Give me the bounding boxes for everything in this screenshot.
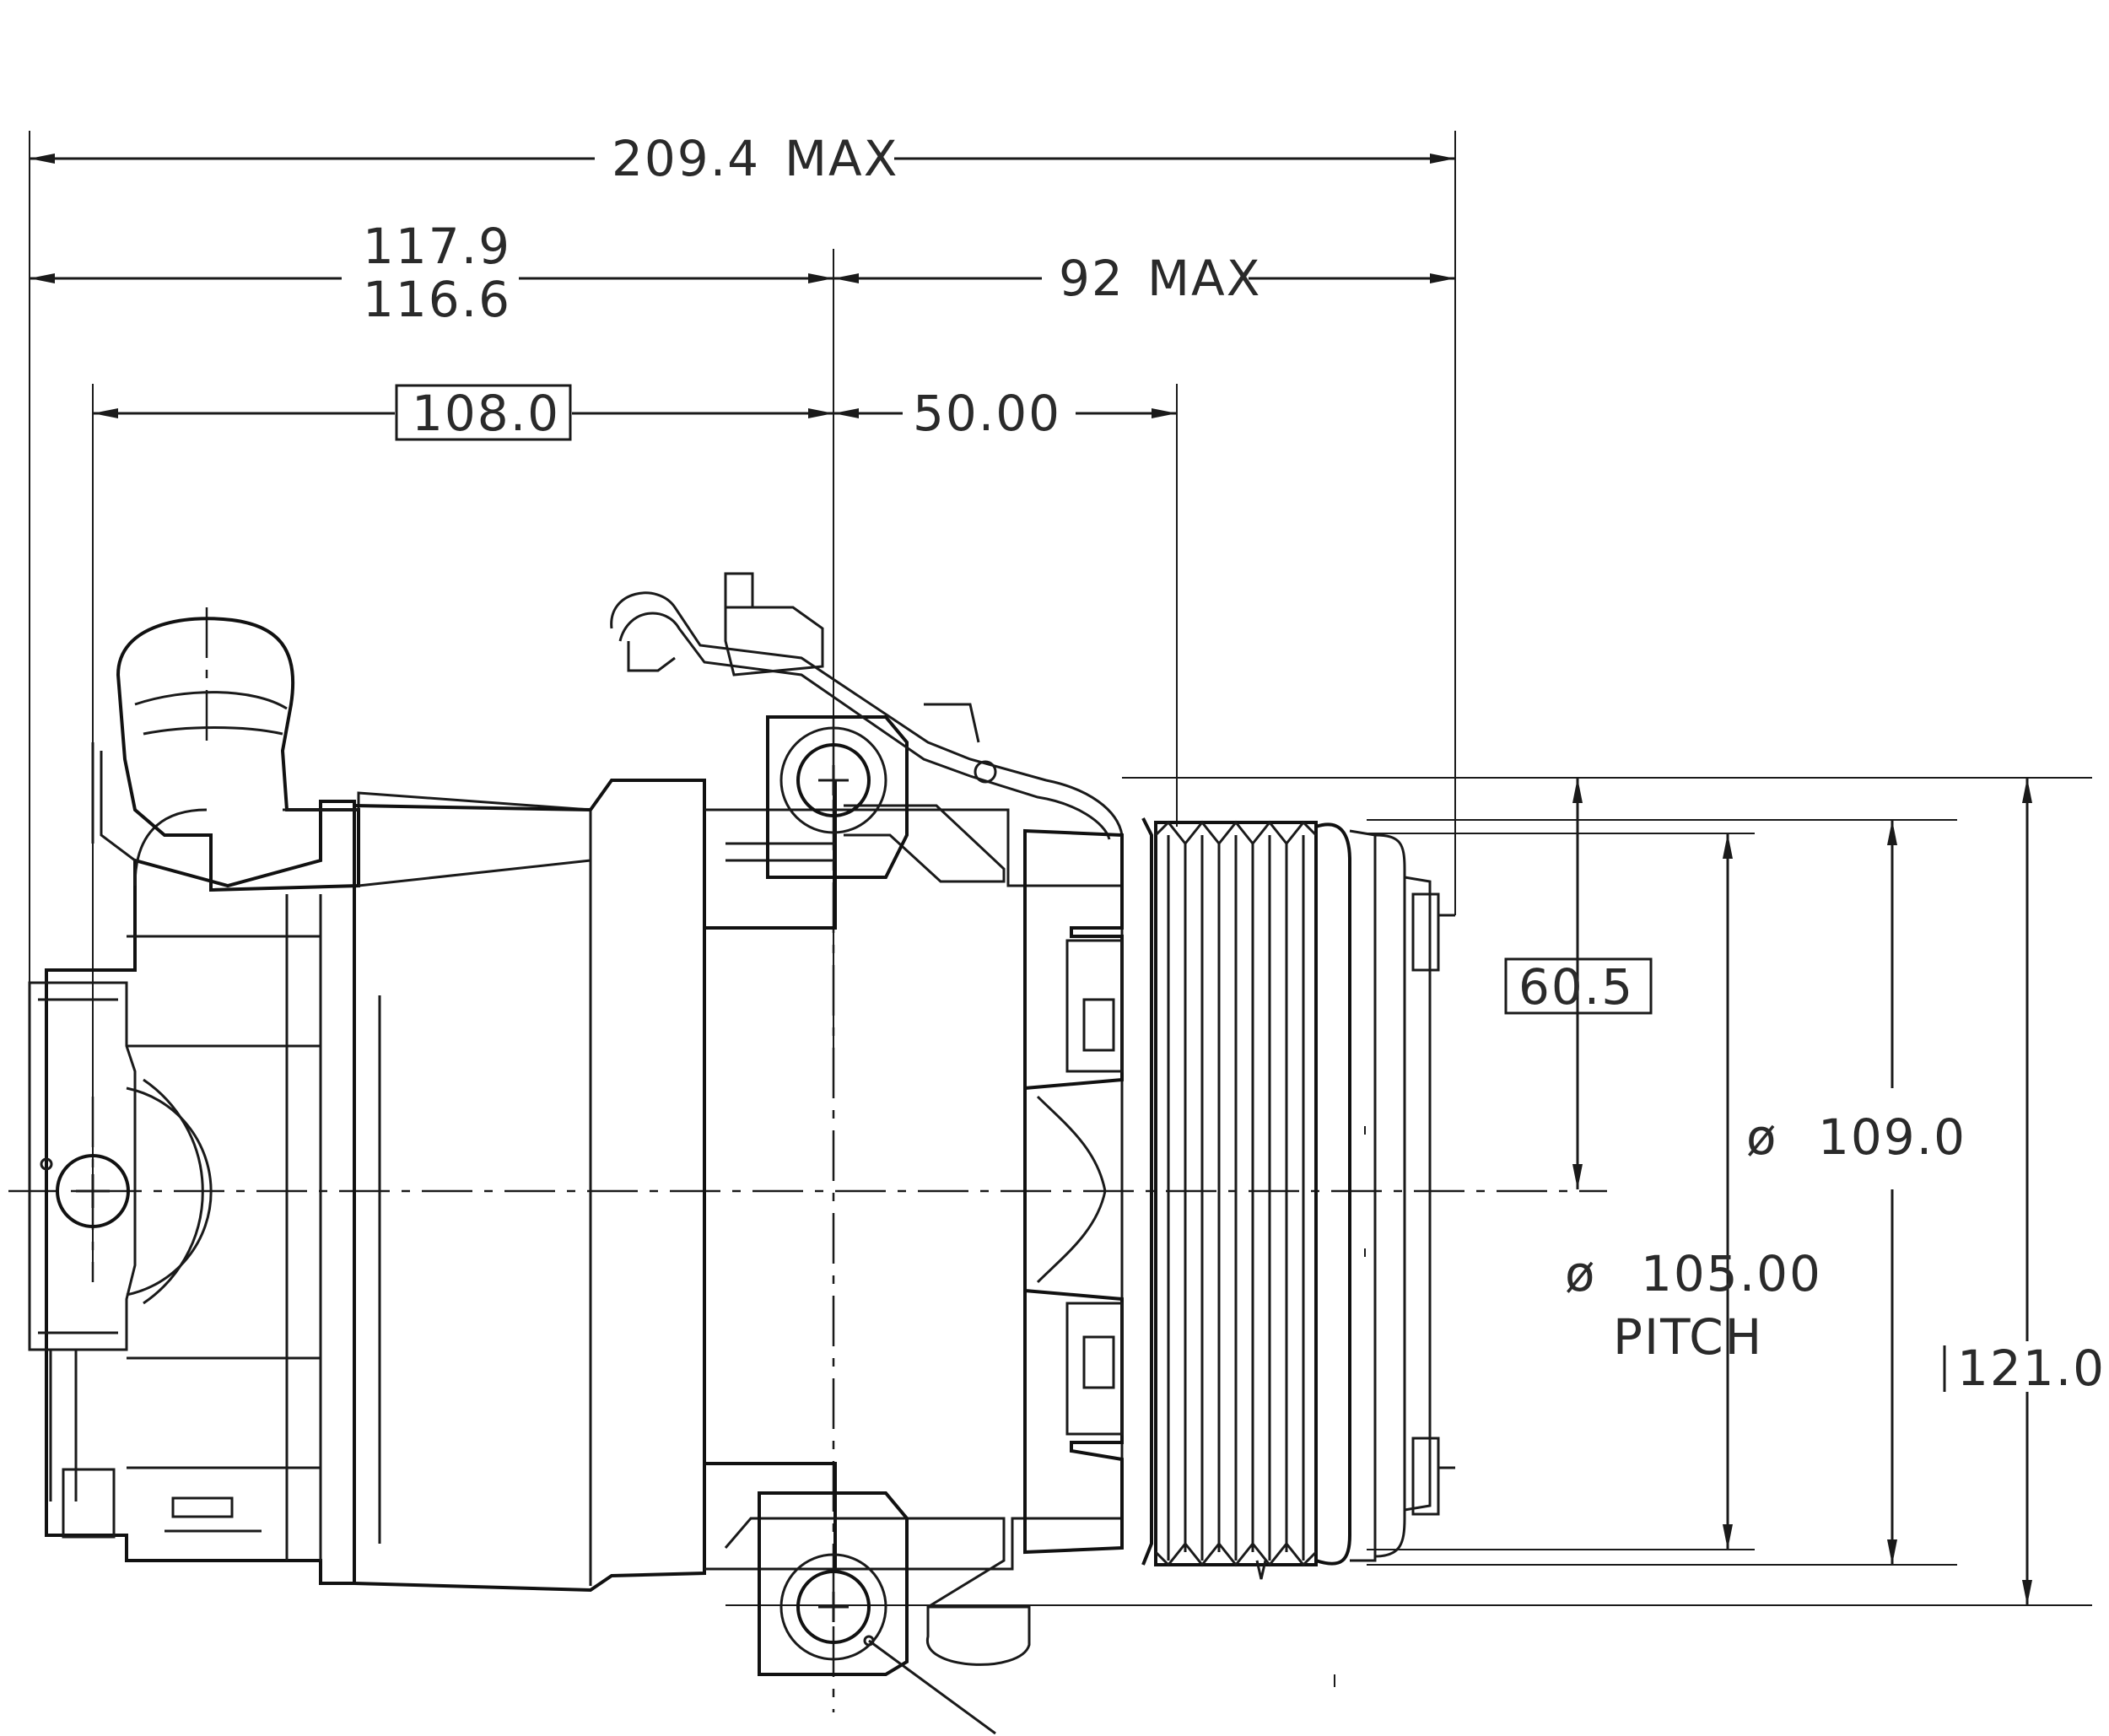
overall-height-value: 121.0	[1957, 1340, 2106, 1397]
pitch-label: PITCH	[1613, 1308, 1763, 1366]
clutch-length-value: 92	[1059, 250, 1125, 307]
body-length-upper: 117.9	[363, 218, 511, 275]
mount-spacing-value: 108.0	[412, 385, 560, 442]
clutch-length-note: MAX	[1147, 250, 1261, 307]
center-height-value: 60.5	[1518, 958, 1634, 1016]
pulley-offset-value: 50.00	[913, 385, 1061, 442]
overall-length-value: 209.4	[612, 130, 760, 187]
dimension-lines	[29, 131, 2092, 1606]
pulley-grooves	[1154, 820, 1318, 1567]
compressor-outline	[28, 572, 1455, 1735]
clutch-diameter-symbol: ø	[1746, 1108, 1778, 1166]
body-length-lower: 116.6	[363, 271, 511, 328]
clutch-diameter-value: 109.0	[1818, 1108, 1966, 1166]
pitch-diameter-symbol: ø	[1565, 1245, 1597, 1302]
overall-length-note: MAX	[785, 130, 898, 187]
dimension-labels: 209.4 MAX 117.9 116.6 92 MAX 108.0 50.00…	[363, 130, 2106, 1397]
pitch-diameter-value: 105.00	[1641, 1245, 1822, 1302]
center-lines	[8, 607, 1607, 1712]
